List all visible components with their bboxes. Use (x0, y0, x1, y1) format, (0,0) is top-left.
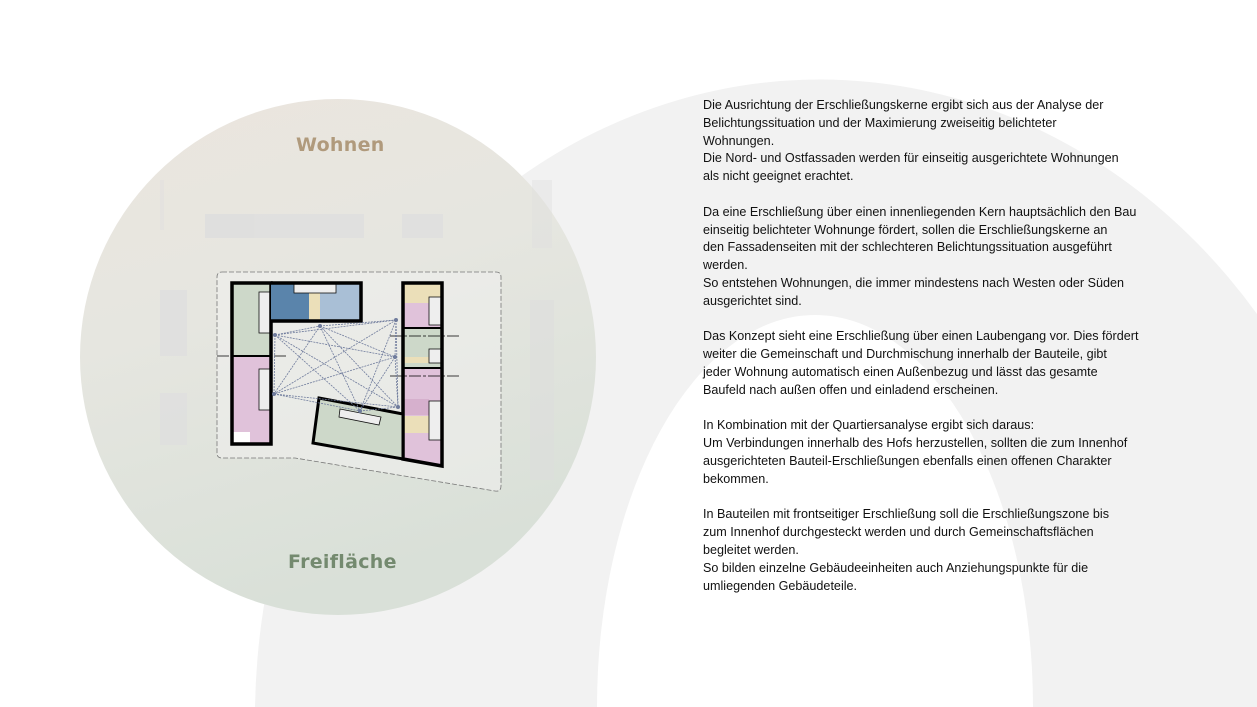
text-line: umliegenden Gebäudeteile. (703, 578, 858, 593)
text-line: Das Konzept sieht eine Erschließung über… (703, 329, 1139, 344)
text-line: Da eine Erschließung über einen innenlie… (703, 204, 1137, 219)
connection-line (273, 319, 397, 395)
text-line: Die Nord- und Ostfassaden werden für ein… (703, 151, 1119, 166)
text-line: So bilden einzelne Gebäudeeinheiten auch… (703, 560, 1089, 575)
paragraph: In Bauteilen mit frontseitiger Erschließ… (703, 506, 1223, 595)
text-line: werden. (703, 258, 748, 273)
text-line: ausgerichtet sind. (703, 293, 802, 308)
background-swoosh-hole (597, 315, 1033, 707)
text-line: als nicht geeignet erachtet. (703, 169, 854, 184)
text-line: weiter die Gemeinschaft und Durchmischun… (703, 347, 1107, 362)
connection-node (272, 392, 276, 396)
text-line: begleitet werden. (703, 542, 799, 557)
connection-line (273, 393, 361, 412)
connection-line (274, 319, 397, 336)
connection-line (359, 406, 399, 412)
connection-line (273, 356, 396, 395)
connection-line (395, 319, 399, 408)
text-line: den Fassadenseiten mit der schlechteren … (703, 240, 1112, 255)
text-line: Belichtungssituation und der Maximierung… (703, 115, 1057, 130)
connection-line (359, 356, 396, 412)
description-text: Die Ausrichtung der Erschließungskerne e… (703, 97, 1223, 613)
connection-line (319, 325, 396, 358)
text-line: Um Verbindungen innerhalb des Hofs herzu… (703, 436, 1128, 451)
text-line: Baufeld nach außen offen und einladend e… (703, 382, 999, 397)
connection-line (273, 325, 321, 395)
connection-line (273, 393, 399, 408)
connection-line (274, 334, 361, 412)
connection-line (319, 325, 399, 408)
connection-node (358, 409, 362, 413)
connection-line (394, 356, 399, 408)
building-south (311, 396, 405, 461)
connection-node (396, 405, 400, 409)
connection-line (274, 334, 396, 358)
text-line: zum Innenhof durchgesteckt werden und du… (703, 525, 1094, 540)
site-plan (216, 271, 502, 492)
label-wohnen: Wohnen (296, 134, 385, 156)
connection-network (272, 318, 400, 413)
building-west (217, 281, 288, 446)
text-line: Die Ausrichtung der Erschließungskerne e… (703, 98, 1104, 112)
paragraph: Das Konzept sieht eine Erschließung über… (703, 328, 1223, 399)
paragraph: Die Ausrichtung der Erschließungskerne e… (703, 97, 1223, 186)
text-line: In Bauteilen mit frontseitiger Erschließ… (703, 507, 1109, 522)
paragraph: Da eine Erschließung über einen innenlie… (703, 204, 1223, 311)
label-freiflaeche: Freifläche (288, 551, 397, 573)
text-line: einseitig belichteter Wohnunge fördert, … (703, 222, 1108, 237)
connection-node (394, 318, 398, 322)
building-east (390, 281, 460, 469)
connection-line (359, 319, 397, 412)
connection-node (393, 355, 397, 359)
text-line: jeder Wohnung automatisch einen Außenbez… (703, 364, 1098, 379)
connection-line (319, 319, 397, 327)
connection-line (273, 334, 276, 395)
building-north (271, 281, 363, 323)
connection-line (319, 325, 361, 412)
text-line: bekommen. (703, 471, 769, 486)
connection-node (273, 333, 277, 337)
paragraph: In Kombination mit der Quartiersanalyse … (703, 417, 1223, 488)
text-line: So entstehen Wohnungen, die immer mindes… (703, 275, 1124, 290)
text-line: ausgerichteten Bauteil-Erschließungen eb… (703, 453, 1112, 468)
text-line: In Kombination mit der Quartiersanalyse … (703, 418, 1035, 433)
text-line: Wohnungen. (703, 133, 775, 148)
connection-line (274, 325, 321, 336)
connection-line (274, 334, 399, 408)
connection-node (318, 324, 322, 328)
